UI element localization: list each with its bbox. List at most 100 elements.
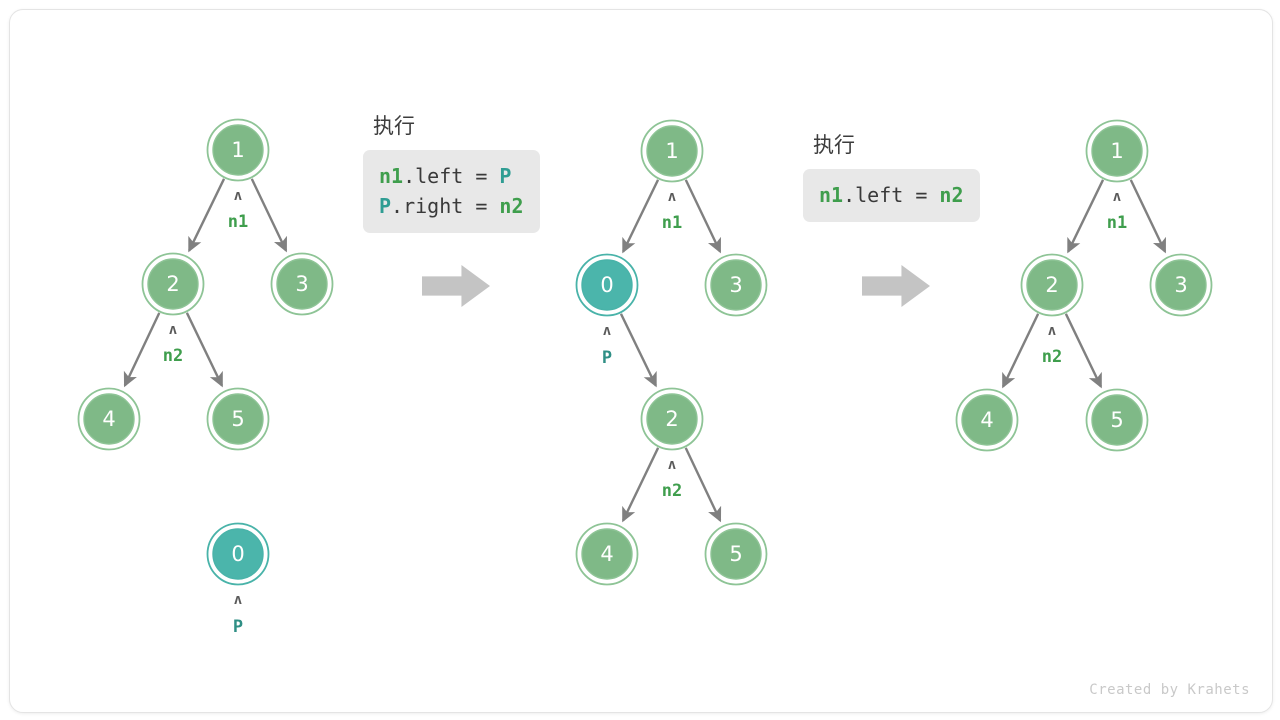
tree-node: 4 xyxy=(77,387,141,451)
pointer-label: n1 xyxy=(1107,213,1127,233)
tree-edge xyxy=(1001,313,1040,389)
tree-edge xyxy=(619,313,657,388)
node-circle xyxy=(212,528,264,580)
node-outer-ring xyxy=(1085,119,1149,183)
node-outer-ring xyxy=(704,253,768,317)
tree-edge xyxy=(622,179,660,254)
tree-node: 2 xyxy=(1020,253,1084,317)
pointer-label: P xyxy=(602,348,612,368)
node-value: 1 xyxy=(231,138,244,162)
node-circle xyxy=(212,124,264,176)
node-value: 2 xyxy=(166,272,179,296)
tree-edge xyxy=(1129,179,1167,254)
tree-node: 1 xyxy=(640,119,704,183)
tree-node: 4 xyxy=(955,388,1019,452)
node-outer-ring xyxy=(640,387,704,451)
tree-node: 2 xyxy=(141,252,205,316)
node-value: 2 xyxy=(665,407,678,431)
tree-node: 0 xyxy=(575,253,639,317)
node-value: 3 xyxy=(1174,273,1187,297)
node-value: 0 xyxy=(600,273,613,297)
node-circle xyxy=(1155,259,1207,311)
tree-node: 3 xyxy=(704,253,768,317)
tree-edge xyxy=(1064,313,1103,389)
code-token: .left = xyxy=(403,164,500,188)
transition-arrows xyxy=(422,265,930,307)
node-outer-ring xyxy=(704,522,768,586)
node-outer-ring xyxy=(77,387,141,451)
node-outer-ring xyxy=(206,522,270,586)
node-outer-ring xyxy=(206,118,270,182)
code-token: n2 xyxy=(939,183,964,207)
node-circle xyxy=(710,259,762,311)
code-token: n2 xyxy=(499,194,524,218)
node-value: 0 xyxy=(231,542,244,566)
tree-edge xyxy=(684,179,722,254)
node-value: 5 xyxy=(231,407,244,431)
transition-arrow-icon xyxy=(422,265,490,307)
node-value: 3 xyxy=(729,273,742,297)
exec-label: 执行 xyxy=(373,115,415,138)
tree-edge xyxy=(185,312,224,388)
pointer-caret-icon: ʌ xyxy=(668,457,676,473)
code-block: n1.left = n2 xyxy=(803,169,980,222)
node-circle xyxy=(1091,394,1143,446)
node-outer-ring xyxy=(141,252,205,316)
code-line: n1.left = P xyxy=(379,161,524,191)
node-circle xyxy=(276,258,328,310)
node-outer-ring xyxy=(575,522,639,586)
code-token: n1 xyxy=(379,164,404,188)
node-value: 2 xyxy=(1045,273,1058,297)
code-line: n1.left = n2 xyxy=(819,180,964,210)
node-outer-ring xyxy=(206,387,270,451)
pointer-label: P xyxy=(233,617,243,637)
node-circle xyxy=(212,393,264,445)
node-outer-ring xyxy=(1085,388,1149,452)
node-value: 4 xyxy=(980,408,993,432)
code-line: P.right = n2 xyxy=(379,191,524,221)
tree-node: 1 xyxy=(206,118,270,182)
node-circle xyxy=(710,528,762,580)
code-token: P xyxy=(379,194,392,218)
node-outer-ring xyxy=(575,253,639,317)
tree-edge xyxy=(684,447,722,523)
exec-label: 执行 xyxy=(813,134,855,157)
node-circle xyxy=(1091,125,1143,177)
pointer-label: n1 xyxy=(228,212,248,232)
node-value: 4 xyxy=(102,407,115,431)
tree-node: 5 xyxy=(1085,388,1149,452)
pointer-caret-icon: ʌ xyxy=(234,188,242,204)
node-value: 5 xyxy=(729,542,742,566)
pointer-label: n2 xyxy=(1042,347,1062,367)
pointer-label: n2 xyxy=(662,481,682,501)
pointer-caret-icon: ʌ xyxy=(169,322,177,338)
node-circle xyxy=(646,393,698,445)
tree-edge xyxy=(1067,179,1105,254)
node-circle xyxy=(961,394,1013,446)
tree-node: 3 xyxy=(1149,253,1213,317)
pointer-label: n1 xyxy=(662,213,682,233)
node-circle xyxy=(1026,259,1078,311)
tree-edge xyxy=(188,178,226,253)
tree-edges xyxy=(123,178,1167,523)
node-value: 1 xyxy=(1110,139,1123,163)
tree-node: 2 xyxy=(640,387,704,451)
node-value: 4 xyxy=(600,542,613,566)
tree-node: 4 xyxy=(575,522,639,586)
pointer-label: n2 xyxy=(163,346,183,366)
code-token: n1 xyxy=(819,183,844,207)
tree-node: 5 xyxy=(206,387,270,451)
pointer-caret-icon: ʌ xyxy=(234,592,242,608)
node-circle xyxy=(147,258,199,310)
footer-credit: Created by Krahets xyxy=(1089,682,1250,698)
tree-node: 1 xyxy=(1085,119,1149,183)
node-circle xyxy=(646,125,698,177)
node-outer-ring xyxy=(640,119,704,183)
transition-arrow-icon xyxy=(862,265,930,307)
tree-node: 5 xyxy=(704,522,768,586)
node-outer-ring xyxy=(955,388,1019,452)
code-token: .left = xyxy=(843,183,940,207)
